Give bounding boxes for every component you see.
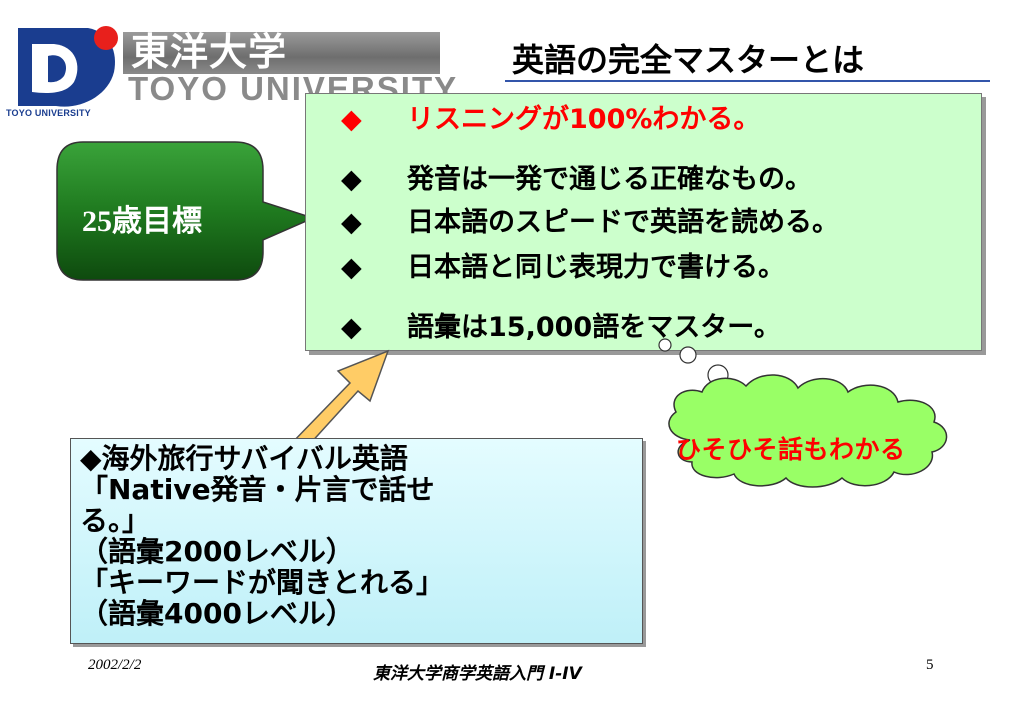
slide-title: 英語の完全マスターとは: [512, 41, 865, 79]
page-number: 5: [926, 657, 934, 673]
cloud-text: ひそひそ話もわかる: [676, 435, 906, 464]
survival-line: 「キーワードが聞きとれる」: [80, 566, 445, 599]
brand-band: [123, 32, 440, 74]
goal-item: ◆日本語のスピードで英語を読める。: [341, 203, 839, 243]
survival-line: る。」: [80, 504, 151, 537]
diamond-bullet-icon: ◆: [341, 312, 362, 343]
footer-date: 2002/2/2: [88, 657, 142, 673]
brand-name: 東洋大学: [131, 30, 288, 74]
diamond-bullet-icon: ◆: [341, 104, 362, 135]
survival-line: 「Native発音・片言で話せ: [80, 473, 435, 506]
goal-item: ◆語彙は15,000語をマスター。: [341, 308, 781, 348]
title-underline: [505, 80, 990, 82]
goal-item: ◆発音は一発で通じる正確なもの。: [341, 160, 812, 200]
diamond-bullet-icon: ◆: [341, 207, 362, 238]
footer-course: 東洋大学商学英語入門 I-IV: [373, 664, 582, 684]
thought-cloud: [658, 338, 948, 488]
survival-english-text: ◆海外旅行サバイバル英語 「Native発音・片言で話せ る。」 （語彙2000…: [80, 443, 700, 629]
goals-box: ◆リスニングが100%わかる。 ◆発音は一発で通じる正確なもの。 ◆日本語のスピ…: [305, 93, 982, 351]
goal-item: ◆リスニングが100%わかる。: [341, 100, 760, 140]
callout-text: 25歳目標: [82, 205, 202, 238]
toyo-university-logo: [18, 26, 118, 107]
goal-item: ◆日本語と同じ表現力で書ける。: [341, 248, 785, 288]
survival-line: （語彙4000レベル）: [80, 597, 354, 630]
logo-caption: TOYO UNIVERSITY: [6, 108, 91, 118]
survival-line: （語彙2000レベル）: [80, 535, 354, 568]
survival-line: ◆海外旅行サバイバル英語: [80, 442, 408, 475]
diamond-bullet-icon: ◆: [341, 164, 362, 195]
diamond-bullet-icon: ◆: [341, 252, 362, 283]
callout-bubble: [56, 141, 315, 281]
survival-english-box: [70, 438, 643, 644]
